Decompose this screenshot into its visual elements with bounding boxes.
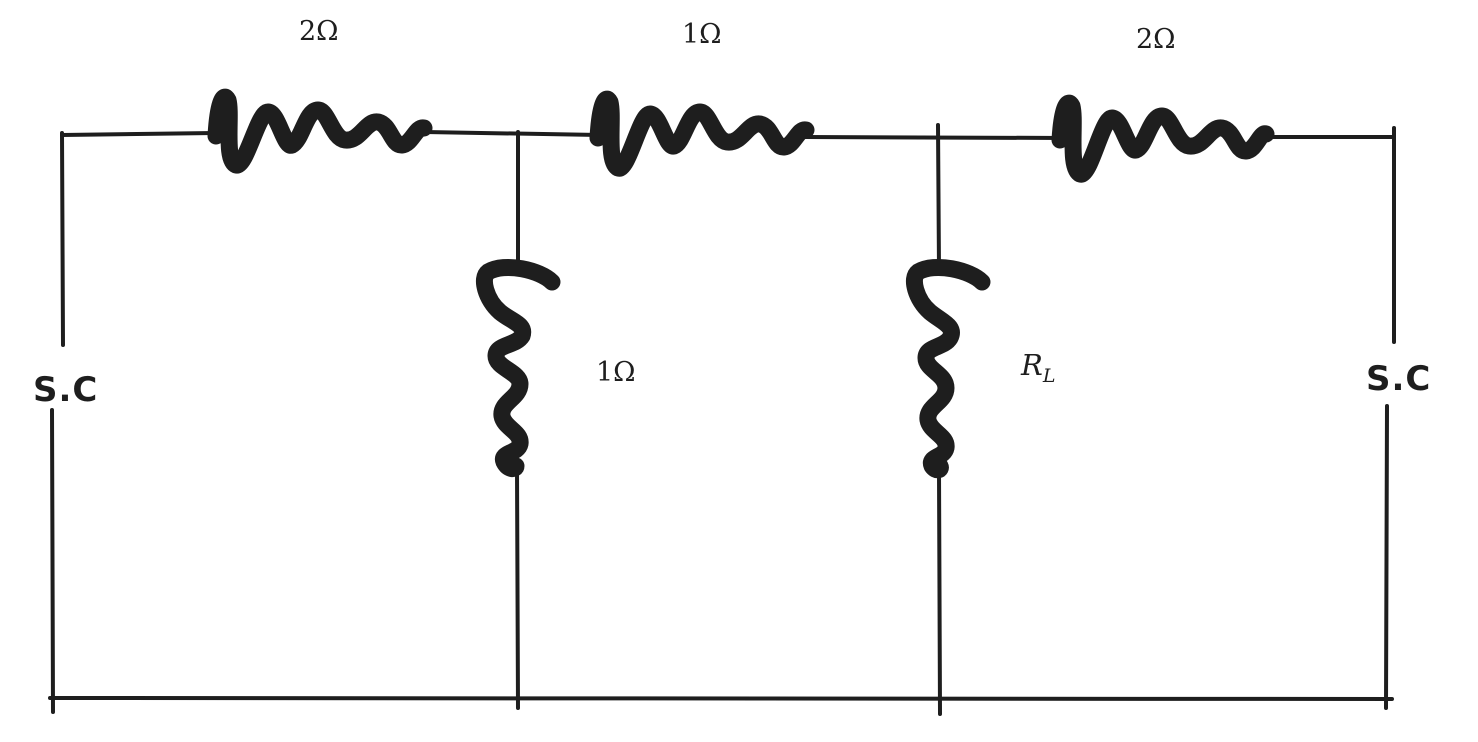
load-upper-wire [936, 123, 941, 272]
resistor-shunt-1 [476, 258, 561, 478]
top-wire-node-2 [803, 135, 1067, 140]
left-terminal-lower-wire [50, 408, 55, 714]
load-lower-wire [937, 470, 942, 716]
resistor-load [906, 258, 991, 479]
top-wire-node-1 [423, 130, 602, 137]
label-top-middle: 1Ω [682, 19, 722, 50]
label-top-left: 2Ω [299, 16, 339, 47]
label-top-right: 2Ω [1136, 24, 1176, 55]
shunt-1-lower-wire [515, 468, 520, 710]
resistor-top-right [1051, 94, 1275, 183]
label-load-main: R [1020, 348, 1043, 382]
top-wire-left-stub [60, 131, 217, 137]
right-terminal-lower-wire [1384, 404, 1389, 710]
label-shunt-1: 1Ω [596, 357, 636, 388]
label-left-terminal: S.C [33, 370, 98, 410]
label-right-terminal: S.C [1366, 359, 1431, 399]
left-terminal-upper-wire [60, 131, 65, 347]
resistor-top-middle [589, 90, 815, 177]
resistor-top-left [207, 88, 433, 174]
label-load-subscript: L [1042, 365, 1056, 387]
bottom-wire [48, 696, 1394, 701]
label-load: RL [1020, 348, 1055, 387]
